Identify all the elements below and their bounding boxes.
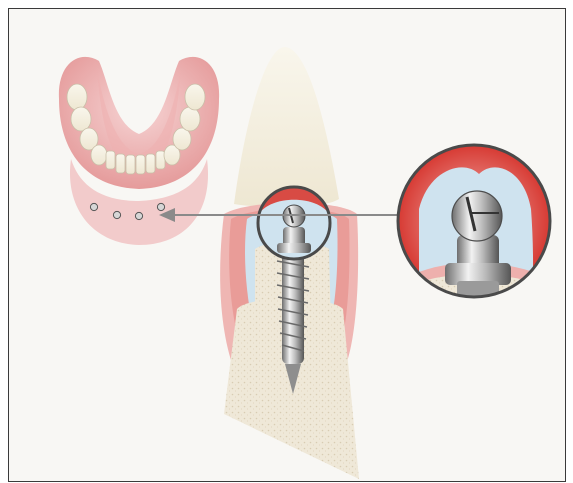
overdenture-icon [59,57,219,245]
figure-frame [8,8,566,482]
implant-illustration [9,9,565,481]
ball-attachment-zoom-icon [398,145,550,309]
tooth-implant-cross-section-icon [220,47,359,479]
